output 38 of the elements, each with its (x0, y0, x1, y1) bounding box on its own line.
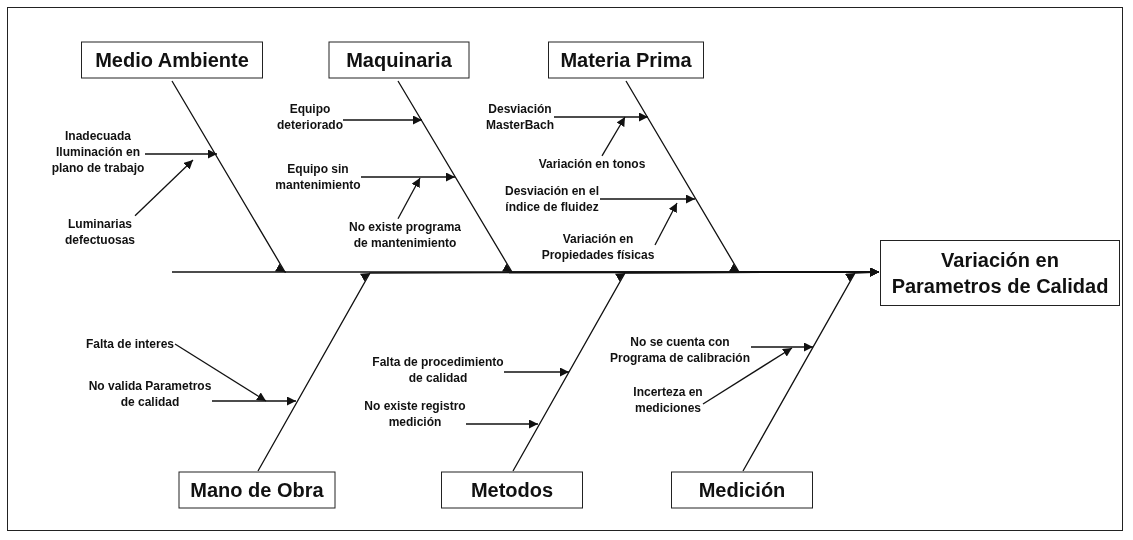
cause-text: Equipo sin mantenimiento (275, 160, 361, 194)
cause-text: Equipo deteriorado (277, 100, 343, 134)
cause-arrow (654, 202, 678, 246)
cause-text: Desviación MasterBach (486, 100, 554, 134)
cause-arrow (503, 367, 570, 377)
bone-arrow (742, 270, 880, 472)
category-box: Mano de Obra (178, 471, 336, 509)
cause-arrow (144, 149, 218, 159)
cause-text: Falta de procedimiento de calidad (372, 353, 504, 387)
cause-text: Luminarias defectuosas (65, 215, 135, 249)
category-box: Medio Ambiente (81, 41, 263, 79)
cause-arrow (599, 194, 696, 204)
cause-arrow (211, 396, 297, 406)
cause-arrow (601, 116, 626, 157)
cause-arrow (465, 419, 539, 429)
cause-arrow (360, 172, 456, 182)
cause-text: Variación en tonos (538, 155, 646, 173)
category-box: Metodos (441, 471, 583, 509)
cause-text: No se cuenta con Programa de calibración (609, 333, 751, 367)
effect-box: Variación en Parametros de Calidad (880, 240, 1120, 306)
cause-text: Variación en Propiedades físicas (541, 230, 655, 264)
cause-arrow (702, 347, 793, 405)
cause-arrow (397, 177, 421, 220)
cause-arrow (553, 112, 649, 122)
cause-text: Desviación en el índice de fluidez (504, 182, 600, 216)
cause-text: Incerteza en mediciones (633, 383, 703, 417)
category-box: Materia Prima (548, 41, 704, 79)
cause-text: No existe programa de mantenimiento (348, 218, 462, 252)
category-box: Maquinaria (328, 41, 470, 79)
cause-arrow (174, 343, 267, 402)
cause-text: No existe registro medición (364, 397, 466, 431)
cause-arrow (750, 342, 814, 352)
cause-text: Falta de interes (85, 335, 175, 353)
category-box: Medición (671, 471, 813, 509)
cause-arrow (134, 159, 194, 217)
cause-arrow (342, 115, 423, 125)
cause-text: No valida Parametros de calidad (88, 377, 212, 411)
cause-text: Inadecuada Iluminación en plano de trabajo (51, 127, 145, 177)
